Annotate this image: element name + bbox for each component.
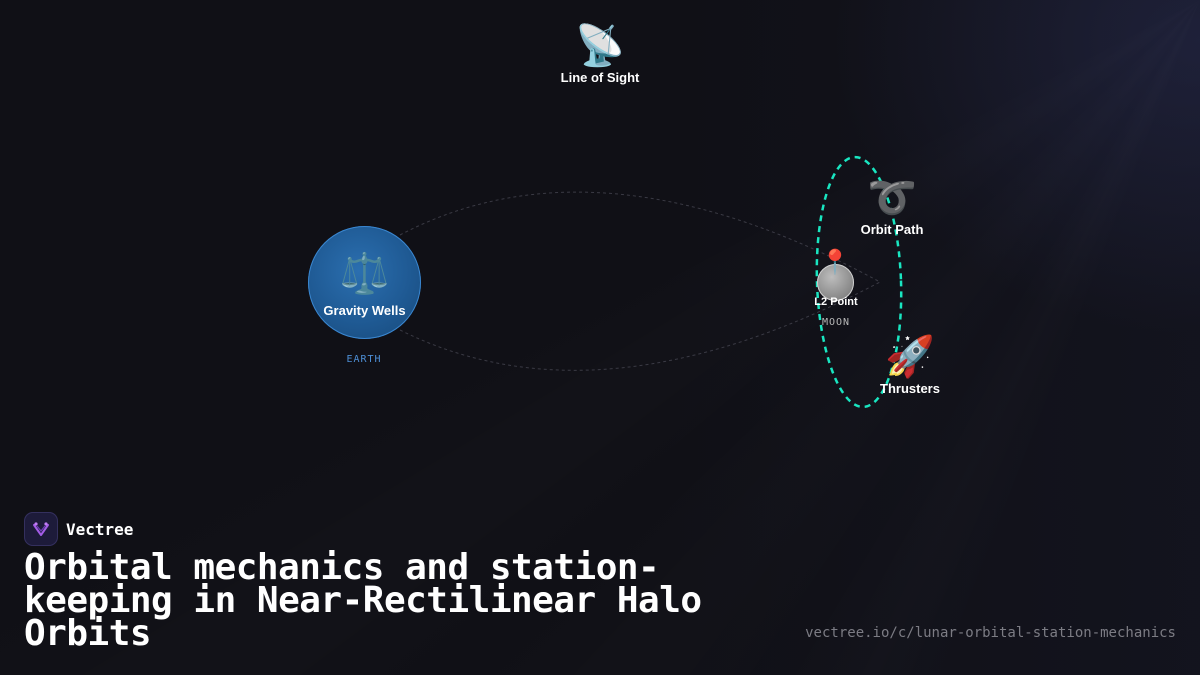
earth-caption: EARTH bbox=[346, 354, 382, 365]
vectree-logo-icon bbox=[24, 512, 58, 546]
satellite-dish-icon: 📡 bbox=[575, 24, 625, 68]
earth-node[interactable]: ⚖️ Gravity Wells bbox=[308, 226, 421, 339]
brand-name: Vectree bbox=[66, 519, 134, 539]
orbit-path-label: Orbit Path bbox=[860, 222, 924, 237]
loop-icon: ➰ bbox=[867, 176, 917, 220]
source-url[interactable]: vectree.io/c/lunar-orbital-station-mecha… bbox=[805, 625, 1176, 641]
moon-caption: MOON bbox=[821, 317, 851, 328]
moon-node[interactable] bbox=[817, 264, 854, 301]
balance-scale-icon: ⚖️ bbox=[339, 252, 390, 296]
page-title: Orbital mechanics and station-keeping in… bbox=[24, 547, 702, 654]
l2-point-label: L2 Point bbox=[814, 296, 858, 308]
brand[interactable]: Vectree bbox=[24, 512, 133, 546]
thrusters-label: Thrusters bbox=[880, 381, 940, 396]
line-of-sight-label: Line of Sight bbox=[560, 70, 640, 85]
transfer-arc-upper bbox=[399, 191, 881, 283]
transfer-arc-lower bbox=[399, 281, 881, 371]
orbit-path-node[interactable]: ➰ Orbit Path bbox=[861, 176, 924, 237]
pin-icon: 📍 bbox=[820, 249, 850, 276]
rocket-icon: 🚀 bbox=[885, 335, 935, 379]
gravity-wells-label: Gravity Wells bbox=[323, 303, 406, 318]
thrusters-node[interactable]: 🚀 Thrusters bbox=[880, 335, 940, 396]
line-of-sight-node[interactable]: 📡 Line of Sight bbox=[561, 24, 640, 85]
